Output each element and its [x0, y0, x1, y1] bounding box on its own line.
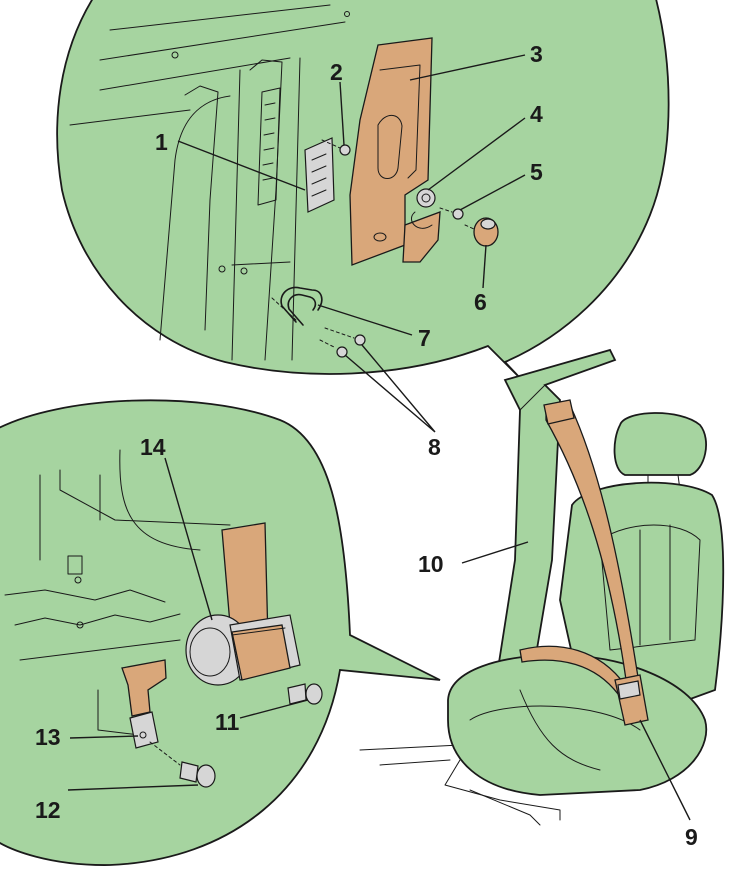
- pillar-trim-panel: [349, 37, 433, 266]
- bolt-11: [287, 683, 323, 705]
- leader-lines: [67, 54, 691, 821]
- bolts-8: [319, 327, 366, 358]
- bolt-12: [179, 761, 216, 788]
- callout-9: 9: [685, 824, 698, 850]
- callout-8: 8: [428, 434, 441, 460]
- seat-assembly: [359, 348, 725, 826]
- lower-detail-bubble: [0, 399, 441, 866]
- bracket-7: [271, 286, 323, 326]
- callout-1: 1: [155, 129, 168, 155]
- callout-7: 7: [418, 325, 431, 351]
- belt-retractor-14: [185, 522, 301, 686]
- callout-4: 4: [530, 101, 543, 127]
- cover-cap-6: [464, 217, 499, 247]
- callout-5: 5: [530, 159, 543, 185]
- callout-11: 11: [215, 709, 240, 735]
- lower-anchor-13: [121, 659, 181, 766]
- callout-2: 2: [330, 59, 343, 85]
- callout-13: 13: [35, 724, 61, 750]
- callout-12: 12: [35, 797, 61, 823]
- height-adjuster-part: [304, 137, 335, 213]
- bolt-5: [439, 207, 464, 220]
- callout-14: 14: [140, 434, 166, 460]
- callout-10: 10: [418, 551, 444, 577]
- upper-anchor-fitting: [402, 188, 441, 263]
- upper-detail-bubble: [56, 0, 670, 379]
- callout-numbers: 1 2 3 4 5 6 7 8 9 10 11 12 13 14: [35, 41, 698, 850]
- screw-2: [321, 139, 351, 156]
- callout-3: 3: [530, 41, 543, 67]
- callout-6: 6: [474, 289, 487, 315]
